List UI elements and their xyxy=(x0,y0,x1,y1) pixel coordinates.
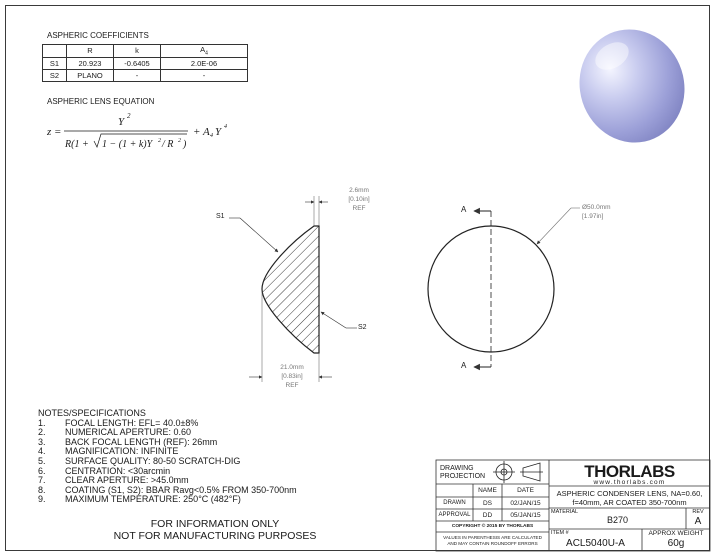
length-in: [0.83in] xyxy=(281,373,303,380)
svg-text:1 − (1 + k)Y: 1 − (1 + k)Y xyxy=(102,139,154,150)
notes-specifications: NOTES/SPECIFICATIONS 1.FOCAL LENGTH: EFL… xyxy=(38,408,297,505)
equation-title: ASPHERIC LENS EQUATION xyxy=(47,97,155,106)
table-row: S2 PLANO - - xyxy=(42,68,248,82)
coefficients-table: R k A4 S1 20.923 -0.6405 2.0E-06 S2 PLAN… xyxy=(42,44,248,82)
approval-label: APPROVAL xyxy=(438,512,471,518)
disclaimer: FOR INFORMATION ONLY NOT FOR MANUFACTURI… xyxy=(100,518,330,542)
thickness-dimension: 2.6mm [0.10in] REF xyxy=(338,186,380,213)
diameter-dimension: Ø50.0mm [1.97in] xyxy=(582,203,611,221)
material-label: MATERIAL xyxy=(551,509,579,515)
drawn-label: DRAWN xyxy=(443,500,466,506)
website: www.thorlabs.com xyxy=(593,479,666,486)
drawing-sheet xyxy=(5,5,710,551)
svg-text:Y: Y xyxy=(118,116,126,128)
disclaimer-line-1: FOR INFORMATION ONLY xyxy=(150,518,280,530)
svg-text:2: 2 xyxy=(178,138,181,144)
section-label-bottom: A xyxy=(461,361,467,370)
list-item: 7.CLEAR APERTURE: >45.0mm xyxy=(38,475,189,486)
svg-text:2: 2 xyxy=(127,112,131,120)
thickness-in: [0.10in] xyxy=(348,196,370,203)
thorlabs-logo: THORLABS xyxy=(584,462,675,481)
description-line-1: ASPHERIC CONDENSER LENS, NA=0.60, xyxy=(556,489,703,498)
table-cell: - xyxy=(160,68,248,82)
list-item: 4.MAGNIFICATION: INFINITE xyxy=(38,446,179,457)
svg-text:+ A: + A xyxy=(193,126,210,138)
description-line-2: f=40mm, AR COATED 350-700nm xyxy=(572,498,687,507)
part-description: ASPHERIC CONDENSER LENS, NA=0.60, f=40mm… xyxy=(549,489,710,507)
list-item: 8.COATING (S1, S2): BBAR Ravg<0.5% FROM … xyxy=(38,484,297,495)
values-note-1: VALUES IN PARENTHESIS ARE CALCULATED xyxy=(443,535,542,540)
item-label: ITEM # xyxy=(551,530,569,536)
svg-text:4: 4 xyxy=(224,123,227,130)
values-note: VALUES IN PARENTHESIS ARE CALCULATED AND… xyxy=(436,535,549,547)
section-label-top: A xyxy=(461,205,467,214)
item-number: ACL5040U-A xyxy=(566,538,625,549)
svg-text:/ R: / R xyxy=(161,139,173,150)
list-item: 9.MAXIMUM TEMPERATURE: 250°C (482°F) xyxy=(38,494,241,505)
disclaimer-line-2: NOT FOR MANUFACTURING PURPOSES xyxy=(113,530,317,542)
rev-label: REV xyxy=(692,509,704,515)
rev-value: A xyxy=(694,516,702,527)
diameter-in: [1.97in] xyxy=(582,213,604,220)
projection-line-1: DRAWING xyxy=(440,465,474,472)
coefficients-title: ASPHERIC COEFFICIENTS xyxy=(47,31,149,40)
s1-label: S1 xyxy=(216,213,225,220)
list-item: 5.SURFACE QUALITY: 80-50 SCRATCH-DIG xyxy=(38,455,241,466)
svg-text:Y: Y xyxy=(215,126,223,138)
diameter-mm: Ø50.0mm xyxy=(582,204,611,211)
values-note-2: AND MAY CONTAIN ROUNDOFF ERRORS xyxy=(447,541,538,546)
svg-text:4: 4 xyxy=(210,132,213,139)
approval-date: 05/JAN/15 xyxy=(510,512,541,519)
weight-label: APPROX WEIGHT xyxy=(648,530,704,537)
svg-text:R(1 +: R(1 + xyxy=(64,139,89,150)
list-item: 6.CENTRATION: <30arcmin xyxy=(38,465,171,476)
list-item: 2.NUMERICAL APERTURE: 0.60 xyxy=(38,427,192,438)
col-name-header: NAME xyxy=(478,487,497,494)
table-row: S1 20.923 -0.6405 2.0E-06 xyxy=(42,56,248,70)
svg-text:): ) xyxy=(182,139,187,150)
list-item: 3.BACK FOCAL LENGTH (REF): 26mm xyxy=(38,436,218,447)
aspheric-equation: z = Y 2 R(1 + 1 − (1 + k)Y 2 / R 2 ) + A… xyxy=(46,112,227,150)
table-header-row: R k A4 xyxy=(42,44,248,58)
thickness-ref: REF xyxy=(352,205,366,212)
copyright: COPYRIGHT © 2015 BY THORLABS xyxy=(451,524,534,529)
length-ref: REF xyxy=(285,382,299,389)
lens-front-view xyxy=(427,207,580,371)
svg-text:2: 2 xyxy=(158,138,161,144)
title-block-lines xyxy=(435,459,711,552)
approval-name: DD xyxy=(482,512,493,519)
drawn-name: DS xyxy=(482,500,493,507)
projection-symbol-icon xyxy=(493,461,543,483)
notes-title: NOTES/SPECIFICATIONS xyxy=(38,408,146,418)
projection-line-2: PROJECTION xyxy=(440,473,486,480)
lens-side-view xyxy=(229,196,357,382)
weight-value: 60g xyxy=(667,538,685,549)
material-value: B270 xyxy=(606,515,629,525)
length-dimension: 21.0mm [0.83in] REF xyxy=(270,363,314,390)
s2-label: S2 xyxy=(358,324,367,331)
a4-header: A4 xyxy=(200,45,208,57)
svg-text:z =: z = xyxy=(46,126,61,138)
col-date-header: DATE xyxy=(517,487,534,494)
lens-3d-render xyxy=(579,29,685,143)
thickness-mm: 2.6mm xyxy=(349,187,369,194)
drawn-date: 02/JAN/15 xyxy=(510,500,541,507)
length-mm: 21.0mm xyxy=(280,364,304,371)
projection-label: DRAWING PROJECTION xyxy=(440,465,485,481)
list-item: 1.FOCAL LENGTH: EFL= 40.0±8% xyxy=(38,417,199,428)
